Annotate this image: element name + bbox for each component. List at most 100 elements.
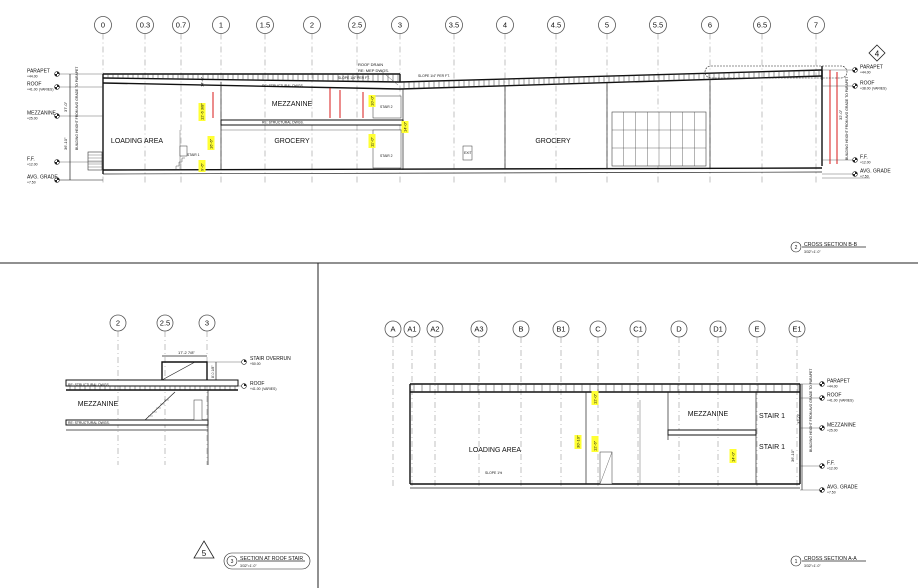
section-bb-title-number: 2 bbox=[795, 245, 798, 251]
section-bb-left-level-elev-0: +44.00 bbox=[27, 75, 38, 79]
section-aa-room-stair-1-lower: STAIR 1 bbox=[759, 444, 785, 451]
section-aa-grid-label-A3: A3 bbox=[474, 324, 483, 333]
section-bb-grid-bubble-5.5 bbox=[649, 16, 667, 34]
section-bb-grid-bubble-0.7 bbox=[172, 16, 190, 34]
section-aa-room-loading-area: LOADING AREA bbox=[469, 447, 521, 454]
section-aa-level-label-0: PARAPET bbox=[827, 379, 850, 385]
section-stair-roof-slab bbox=[65, 379, 239, 387]
section-bb-grid-label-5: 5 bbox=[605, 20, 609, 29]
section-stair-level-overrun-elev: +50.00 bbox=[250, 362, 261, 366]
section-aa-grid-label-A: A bbox=[390, 324, 395, 333]
section-bb-right-level-label-1: ROOF bbox=[860, 81, 874, 87]
section-stair-grid-label-3: 3 bbox=[205, 318, 209, 327]
section-aa-level-elev-0: +44.00 bbox=[827, 385, 838, 389]
section-bb-room-grocery-1: GROCERY bbox=[274, 138, 310, 145]
section-bb-room-grocery-2: GROCERY bbox=[535, 138, 571, 145]
section-aa-dim-1: 36'-10" bbox=[790, 449, 795, 462]
section-aa-level-label-1: ROOF bbox=[827, 393, 841, 399]
section-bb-stair-label-3: STAIR 2 bbox=[380, 154, 393, 158]
section-stair-grid-bubble-2.5 bbox=[156, 314, 174, 332]
section-aa-level-label-3: F.F. bbox=[827, 461, 835, 467]
section-bb-grid-bubble-1.5 bbox=[256, 16, 274, 34]
section-bb-grid-label-1.5: 1.5 bbox=[260, 20, 270, 29]
section-bb-grid-bubble-2.5 bbox=[348, 16, 366, 34]
section-bb-note-structural-2: RE: STRUCTURAL DWGS. bbox=[262, 121, 304, 125]
section-bb-vertical-note-left: BUILDING HEIGHT FROM AVG GRADE TO PARAPE… bbox=[75, 67, 79, 150]
section-bb-slab bbox=[102, 171, 823, 175]
section-bb-highlight-dim-4: 14'-0" bbox=[403, 121, 408, 132]
section-bb-grid-label-6.5: 6.5 bbox=[757, 20, 767, 29]
section-aa-highlight-box-1 bbox=[574, 435, 582, 449]
section-bb-dim-left-2: 37'-0" bbox=[63, 101, 68, 112]
section-bb-grid-bubble-5 bbox=[598, 16, 616, 34]
section-bb-grid-label-4: 4 bbox=[503, 20, 507, 29]
section-aa-title: 1 CROSS SECTION A-A 3/32"=1'-0" bbox=[790, 555, 866, 568]
section-aa-mezzanine-slab bbox=[667, 429, 757, 436]
section-bb-highlight-dim-1: 16'-6" bbox=[209, 138, 214, 149]
section-aa-level-elev-4: +7.50 bbox=[827, 491, 836, 495]
section-bb-exit-label: EXIT bbox=[464, 151, 472, 155]
section-aa-grid-label-C1: C1 bbox=[633, 324, 643, 333]
section-aa-highlight-box-2 bbox=[591, 436, 599, 452]
section-stair-grid-label-2.5: 2.5 bbox=[160, 318, 170, 327]
section-bb-left-level-elev-3: +12.00 bbox=[27, 163, 38, 167]
section-bb-revision-cloud bbox=[704, 65, 848, 79]
section-bb-left-level-label-0: PARAPET bbox=[27, 69, 50, 75]
section-stair-grid-label-2: 2 bbox=[116, 318, 120, 327]
section-bb-storefront bbox=[611, 111, 707, 167]
section-stair-dim-side: 8'-0 1/8" bbox=[211, 365, 215, 378]
section-bb-grid-label-0.7: 0.7 bbox=[176, 20, 186, 29]
section-bb-right-level-label-2: F.F. bbox=[860, 155, 868, 161]
section-bb-highlight-dim-5: 11'-0" bbox=[370, 137, 375, 147]
section-aa-room-stair-1-upper: STAIR 1 bbox=[759, 413, 785, 420]
section-bb-red-dimensions bbox=[212, 70, 838, 164]
section-stair-note-2: RE: STRUCTURAL DWGS. bbox=[68, 421, 110, 425]
section-bb-left-level-label-1: ROOF bbox=[27, 82, 41, 88]
section-bb-grid-label-3.5: 3.5 bbox=[449, 20, 459, 29]
section-aa-level-label-2: MEZZANINE bbox=[827, 423, 857, 429]
section-stair-grid-bubble-3 bbox=[198, 314, 216, 332]
section-bb-levels-right: PARAPET+44.00ROOF+38.00(VARIES)F.F.+12.0… bbox=[822, 65, 891, 179]
section-stair-title: 3 SECTION AT ROOF STAIR 3/32"=1'-0" bbox=[223, 552, 311, 570]
section-bb-left-level-elev-4: +7.50 bbox=[27, 181, 36, 185]
section-bb-dim-right: 32'-0" bbox=[838, 109, 843, 120]
section-aa-grid-bubble-C1 bbox=[629, 320, 647, 338]
section-aa-highlight-dim-0: 12'-0" bbox=[593, 393, 598, 404]
section-aa-room-mezzanine: MEZZANINE bbox=[688, 411, 729, 418]
section-bb-room-loading-area: LOADING AREA bbox=[111, 138, 163, 145]
section-bb-grid-bubble-6 bbox=[701, 16, 719, 34]
section-stair-level-roof-note: (VARIES) bbox=[262, 387, 276, 391]
section-aa-grid-bubble-B bbox=[512, 320, 530, 338]
section-bb-right-level-note-1: (VARIES) bbox=[872, 87, 886, 91]
section-bb-left-level-label-4: AVG. GRADE bbox=[27, 175, 58, 181]
section-bb-stair-label-1: STAIR 1 bbox=[187, 153, 200, 157]
section-bb-grid-bubble-0.3 bbox=[136, 16, 154, 34]
section-bb-grid-bubble-2 bbox=[303, 16, 321, 34]
section-stair-run-upper bbox=[161, 361, 196, 381]
section-stair-level-roof-label: ROOF bbox=[250, 381, 264, 387]
section-bb-title-name: CROSS SECTION B-B bbox=[804, 242, 858, 248]
section-stair-run-lower bbox=[144, 391, 176, 421]
section-bb-left-level-elev-2: +25.00 bbox=[27, 117, 38, 121]
section-bb-note-slope-1: SLOPE 1/4" PER FT. bbox=[338, 76, 370, 80]
section-aa-title-name: CROSS SECTION A-A bbox=[804, 556, 857, 562]
section-bb-highlight-box-3 bbox=[368, 95, 376, 107]
section-bb-highlight-box-2 bbox=[198, 160, 206, 172]
section-aa-grid-bubble-E1 bbox=[788, 320, 806, 338]
section-bb-highlight-box-1 bbox=[207, 136, 215, 150]
section-bb-highlight-box-4 bbox=[401, 121, 409, 133]
section-bb-stair-1 bbox=[175, 157, 185, 170]
section-bb-highlight-dim-0: 12'-6 3/8" bbox=[200, 103, 205, 120]
section-bb-grid-label-4.5: 4.5 bbox=[551, 20, 561, 29]
section-bb-grid-bubble-1 bbox=[212, 16, 230, 34]
section-bb-left-level-label-3: F.F. bbox=[27, 157, 35, 163]
section-bb-note-mep: RE: MEP DWGS. bbox=[358, 68, 389, 73]
section-bb-right-level-elev-2: +12.00 bbox=[860, 161, 871, 165]
section-bb-grid-label-5.5: 5.5 bbox=[653, 20, 663, 29]
section-bb-grid-label-2: 2 bbox=[310, 20, 314, 29]
section-bb-floor bbox=[102, 167, 823, 171]
section-bb-grid-label-7: 7 bbox=[814, 20, 818, 29]
